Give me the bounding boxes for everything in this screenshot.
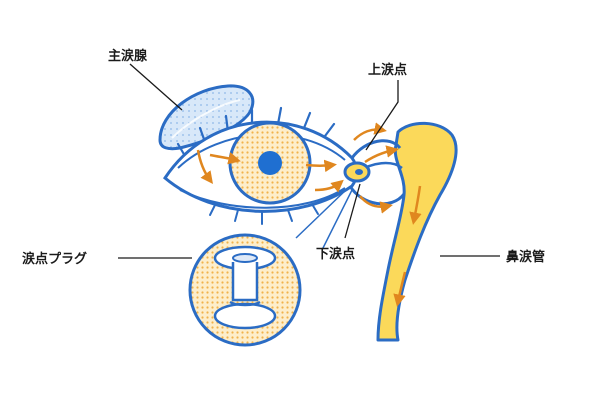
label-lower-punctum: 下涙点 [316,246,355,262]
main-lacrimal-gland-shape [158,84,255,151]
leader-lines [118,63,500,259]
label-punctal-plug: 涙点プラグ [22,251,87,267]
label-nasolacrimal-duct: 鼻涙管 [506,249,545,265]
nasolacrimal-duct-shape [376,121,458,342]
pupil [258,151,282,175]
label-main-lacrimal-gland: 主涙腺 [108,48,148,64]
label-upper-punctum: 上涙点 [368,62,407,78]
punctum-corner [343,161,371,183]
punctal-plug-inset [188,233,302,347]
inset-connector-lines [295,187,353,251]
plug-cap-hole [232,253,258,263]
lower-eyelashes [209,203,319,225]
iris [228,121,312,205]
